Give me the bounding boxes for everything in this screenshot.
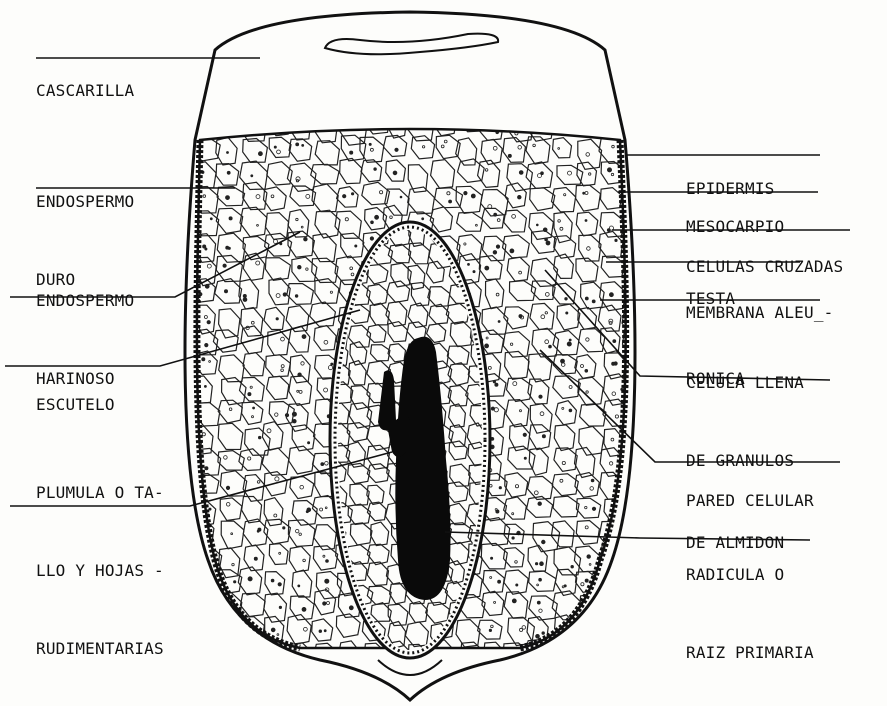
label-line: ENDOSPERMO <box>36 189 134 215</box>
label-line: CASCARILLA <box>36 78 134 104</box>
label-plumula: PLUMULA O TA- LLO Y HOJAS - RUDIMENTARIA… <box>36 428 164 706</box>
label-line: ESCUTELO <box>36 392 115 418</box>
label-line: PLUMULA O TA- <box>36 480 164 506</box>
label-radicula: RADICULA O RAIZ PRIMARIA <box>686 510 814 706</box>
label-line: LLO Y HOJAS - <box>36 558 164 584</box>
label-line: CELULA LLENA <box>686 370 804 396</box>
label-line: RUDIMENTARIAS <box>36 636 164 662</box>
label-line: ENDOSPERMO <box>36 288 134 314</box>
label-line: RADICULA O <box>686 562 814 588</box>
label-line: RAIZ PRIMARIA <box>686 640 814 666</box>
